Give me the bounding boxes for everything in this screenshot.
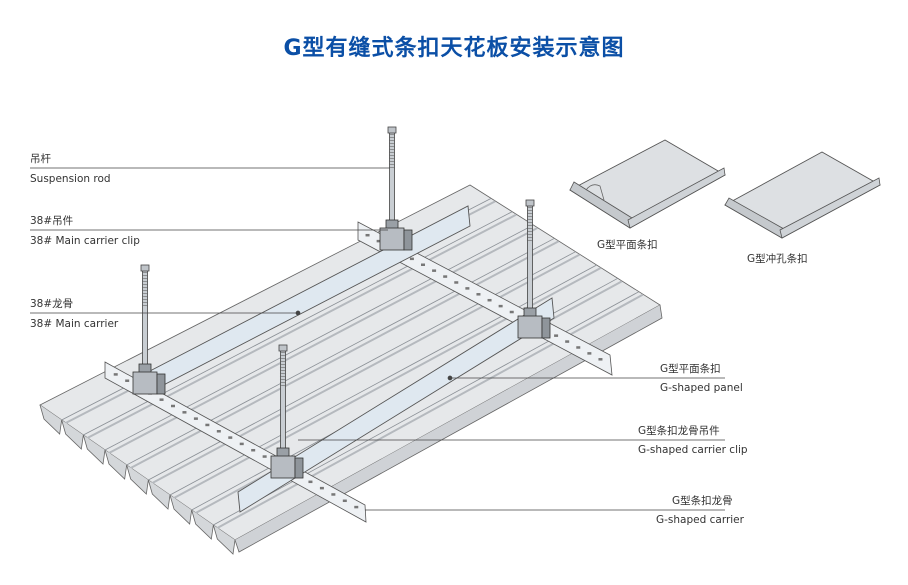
svg-text:38#吊件: 38#吊件 [30, 215, 73, 227]
callout-main-carrier: 38#龙骨 38# Main carrier [30, 297, 119, 330]
svg-text:38# Main carrier clip: 38# Main carrier clip [30, 235, 140, 247]
leader-lines [30, 167, 725, 511]
svg-text:G-shaped carrier: G-shaped carrier [656, 514, 745, 526]
svg-text:G型平面条扣: G型平面条扣 [597, 238, 658, 251]
inset-perforated-g-panel: G型冲孔条扣 [724, 151, 881, 265]
svg-text:G型冲孔条扣: G型冲孔条扣 [747, 252, 808, 265]
inset-flat-g-panel: G型平面条扣 [569, 139, 726, 251]
callout-g-shaped-carrier-clip: G型条扣龙骨吊件 G-shaped carrier clip [638, 424, 748, 456]
suspension-rod [132, 264, 166, 395]
g-shaped-panel-field [39, 184, 663, 555]
svg-text:吊杆: 吊杆 [30, 152, 51, 165]
svg-text:G-shaped carrier clip: G-shaped carrier clip [638, 444, 748, 456]
callout-suspension-rod: 吊杆 Suspension rod [30, 152, 111, 185]
diagram-title: G型有缝式条扣天花板安装示意图 [283, 36, 625, 61]
svg-text:G型平面条扣: G型平面条扣 [660, 362, 721, 375]
svg-text:G-shaped panel: G-shaped panel [660, 382, 743, 394]
callout-main-carrier-clip: 38#吊件 38# Main carrier clip [30, 215, 140, 247]
svg-text:38# Main carrier: 38# Main carrier [30, 318, 119, 330]
callout-g-shaped-carrier: G型条扣龙骨 G-shaped carrier [656, 494, 745, 526]
svg-text:Suspension rod: Suspension rod [30, 173, 111, 185]
svg-text:G型条扣龙骨吊件: G型条扣龙骨吊件 [638, 424, 720, 437]
suspension-rod [379, 126, 413, 251]
callout-g-shaped-panel: G型平面条扣 G-shaped panel [660, 362, 743, 394]
main-carrier-channels [147, 205, 555, 513]
svg-text:38#龙骨: 38#龙骨 [30, 297, 73, 310]
suspension-rods [132, 126, 551, 479]
suspension-rod [270, 344, 304, 479]
svg-text:G型条扣龙骨: G型条扣龙骨 [672, 494, 733, 507]
suspension-rod [517, 199, 551, 339]
